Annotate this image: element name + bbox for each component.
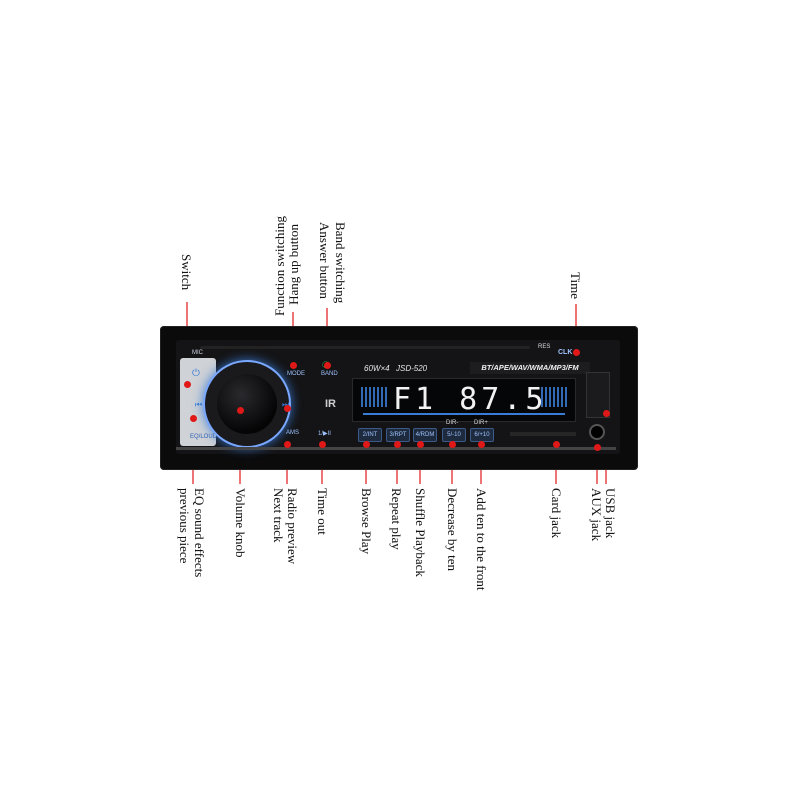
label-usb-jack: USB jack	[603, 488, 618, 539]
callout-dot-aux	[594, 444, 601, 451]
mic-label: MIC	[192, 350, 203, 356]
callout-dot-next	[284, 405, 291, 412]
rdm-button[interactable]: 4/RDM	[413, 428, 437, 442]
skip-back-icon[interactable]: ⏮	[195, 400, 203, 409]
label-hang-up: Hang up button	[286, 224, 301, 305]
label-repeat-play: Repeat play	[389, 488, 404, 550]
callout-dot-switch	[184, 381, 191, 388]
callout-dot-band	[324, 362, 331, 369]
int-button[interactable]: 2/INT	[358, 428, 382, 442]
label-decrease-by-ten: Decrease by ten	[445, 488, 460, 572]
band-button[interactable]: BAND	[321, 371, 338, 377]
model-number: JSD-520	[396, 364, 428, 373]
callout-dot-volume	[237, 407, 244, 414]
play-pause-button[interactable]: 1/▶II	[318, 431, 331, 437]
label-radio-preview: Radio preview	[285, 488, 300, 565]
label-time: Time	[568, 272, 583, 299]
eq-loud-button[interactable]: EQ/LOUD	[190, 434, 218, 440]
callout-dot-eq	[190, 415, 197, 422]
callout-dot-dir-minus	[449, 441, 456, 448]
label-band-switching: Band switching	[333, 222, 348, 304]
card-slot[interactable]	[510, 432, 576, 436]
label-eq-sound-effects: EQ sound effects	[192, 488, 207, 578]
rpt-button[interactable]: 3/RPT	[386, 428, 410, 442]
label-function-switching: Function switching	[272, 216, 287, 317]
label-card-jack: Card jack	[549, 488, 564, 539]
mode-button[interactable]: MODE	[287, 371, 305, 377]
clk-button[interactable]: CLK	[558, 349, 573, 356]
callout-dot-card	[553, 441, 560, 448]
volume-knob-center	[217, 374, 277, 434]
label-answer-button: Answer button	[317, 222, 332, 299]
dir-minus-label: DIR-	[446, 420, 459, 426]
label-add-ten-front: Add ten to the front	[474, 488, 489, 591]
callout-dot-timeout	[319, 441, 326, 448]
eq-bars-right	[541, 387, 567, 407]
callout-dot-time	[573, 349, 580, 356]
label-next-track: Next track	[271, 488, 286, 543]
power-rating: 60W×4	[364, 364, 390, 373]
callout-dot-ams	[284, 441, 291, 448]
dir-plus-button[interactable]: 6/+10	[470, 428, 494, 442]
label-time-out: Time out	[315, 488, 330, 535]
formats-label: BT/APE/WAV/WMA/MP3/FM	[470, 362, 590, 374]
label-volume-knob: Volume knob	[233, 488, 248, 558]
res-button[interactable]: RES	[538, 344, 551, 350]
callout-dot-mode	[290, 362, 297, 369]
skip-forward-icon[interactable]: ⏭	[282, 400, 289, 410]
bottom-trim	[176, 447, 616, 450]
callout-dot-int	[363, 441, 370, 448]
aux-port[interactable]	[591, 426, 603, 438]
display-readout: F1 87.5	[393, 382, 548, 417]
lcd-display: F1 87.5	[352, 378, 576, 422]
label-switch: Switch	[179, 254, 194, 291]
callout-dot-usb	[603, 410, 610, 417]
top-slot	[200, 346, 530, 349]
ir-sensor: IR	[325, 398, 336, 410]
power-icon[interactable]: ⏻	[192, 368, 200, 379]
display-underline	[363, 413, 565, 415]
dir-plus-label: DIR+	[474, 420, 488, 426]
label-browse-play: Browse Play	[359, 488, 374, 555]
label-aux-jack: AUX jack	[589, 488, 604, 542]
callout-dot-rpt	[394, 441, 401, 448]
dir-minus-button[interactable]: 5/-10	[442, 428, 466, 442]
ams-button[interactable]: AMS	[286, 430, 300, 436]
callout-dot-rdm	[417, 441, 424, 448]
eq-bars-left	[361, 387, 387, 407]
label-shuffle-playback: Shuffle Playback	[413, 488, 428, 577]
callout-dot-dir-plus	[478, 441, 485, 448]
label-previous-piece: previous piece	[177, 488, 192, 564]
